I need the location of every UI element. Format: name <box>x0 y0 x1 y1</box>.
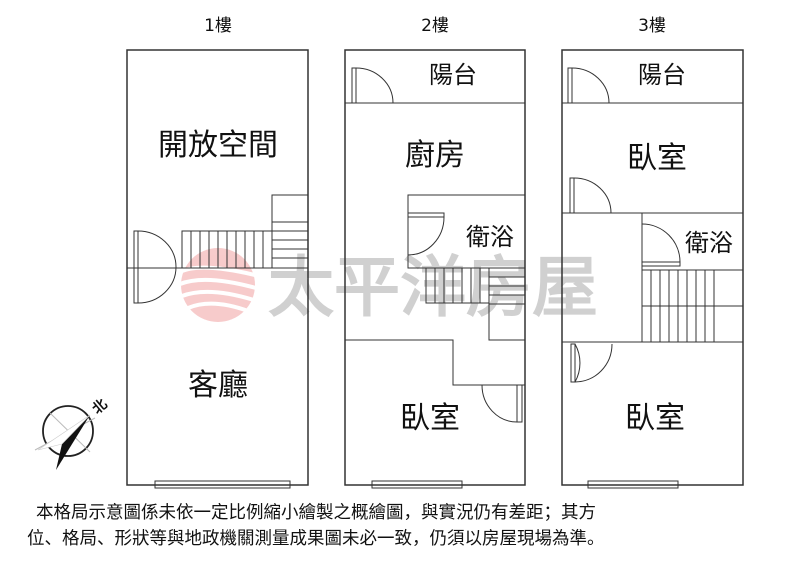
room-balcony-2f: 陽台 <box>429 61 477 89</box>
room-bedroom-3f-top: 臥室 <box>627 141 687 176</box>
north-compass-icon: 北 <box>34 396 111 470</box>
stairs-1f <box>181 221 308 269</box>
floor-label-2: 2樓 <box>421 16 449 36</box>
window-3f <box>587 480 679 489</box>
door-2f-bedroom <box>481 384 523 423</box>
watermark-text: 太平洋房屋 <box>268 248 598 326</box>
watermark: 太平洋房屋 <box>179 248 598 326</box>
stairs-2f <box>425 267 526 341</box>
room-bedroom-3f-bottom: 臥室 <box>625 401 685 436</box>
door-1f <box>133 230 177 304</box>
floor-1-plan: 開放空間 客廳 <box>126 49 309 489</box>
door-2f-balcony <box>351 67 394 104</box>
floor-label-3: 3樓 <box>638 16 666 36</box>
door-2f-bath <box>407 212 445 256</box>
disclaimer-line-2: 位、格局、形狀等與地政機關測量成果圖未必一致，仍須以房屋現場為準。 <box>27 529 605 549</box>
window-2f <box>371 480 463 489</box>
room-balcony-3f: 陽台 <box>638 61 686 89</box>
door-3f-balcony <box>567 67 610 104</box>
stairs-3f <box>642 270 743 342</box>
door-3f-bedroom-top <box>569 177 612 214</box>
floor-label-1: 1樓 <box>204 16 232 36</box>
room-living: 客廳 <box>188 368 248 403</box>
floor-3-plan: 陽台 臥室 衛浴 臥室 <box>561 49 744 489</box>
room-bath-2f: 衛浴 <box>466 223 514 251</box>
window-1f <box>154 480 291 489</box>
door-3f-bath <box>641 223 681 267</box>
room-bedroom-2f: 臥室 <box>400 401 460 436</box>
compass-north-label: 北 <box>90 396 111 417</box>
room-bath-3f: 衛浴 <box>685 229 733 257</box>
door-3f-bedroom-bottom <box>570 343 613 383</box>
room-open-space: 開放空間 <box>158 128 278 163</box>
room-kitchen: 廚房 <box>405 138 465 173</box>
disclaimer-line-1: 本格局示意圖係未依一定比例縮小繪製之概繪圖，與實況仍有差距；其方 <box>36 503 596 523</box>
floor-2-plan: 陽台 廚房 衛浴 臥室 <box>344 49 526 489</box>
